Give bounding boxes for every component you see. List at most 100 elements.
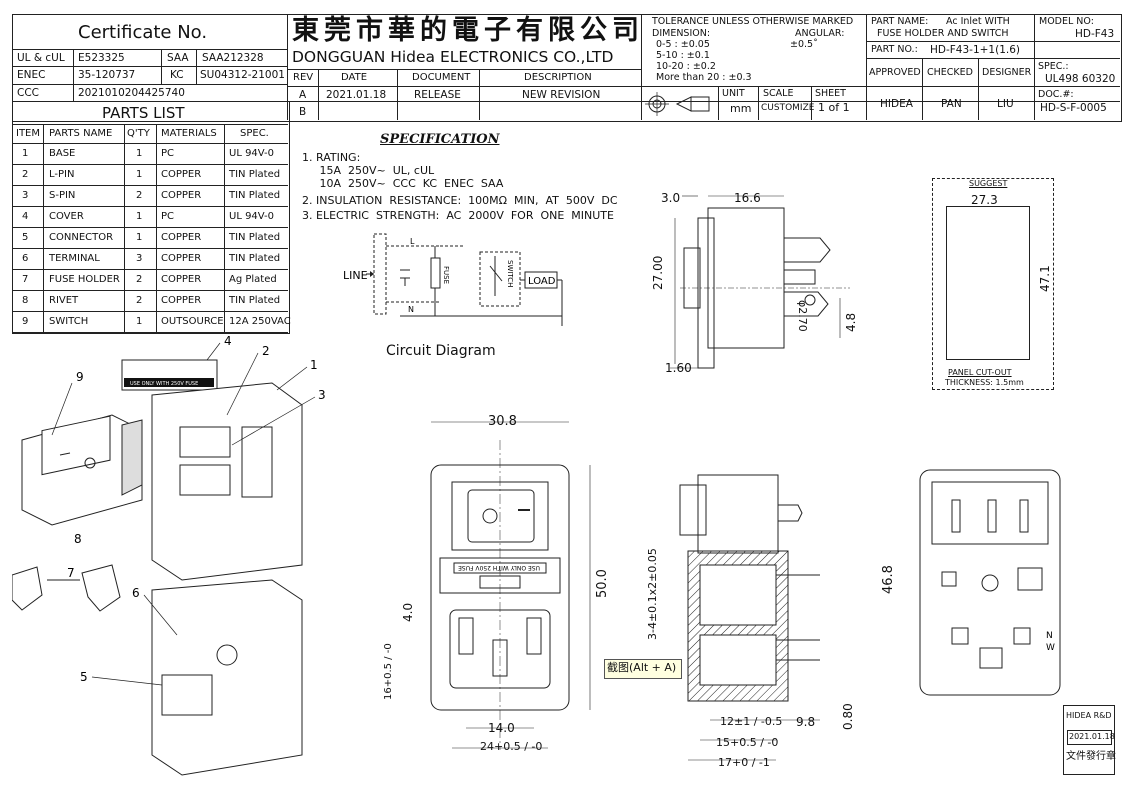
rev-b: B bbox=[299, 106, 307, 118]
parts-list-title: PARTS LIST bbox=[102, 104, 185, 122]
rev-header-date: DATE bbox=[341, 72, 368, 83]
parts-cell-mat: OUTSOURCE bbox=[161, 316, 224, 327]
specification-title: SPECIFICATION bbox=[380, 132, 500, 147]
side-dim-1-6: 1.60 bbox=[665, 361, 692, 375]
parts-cell-spec: TIN Plated bbox=[229, 232, 281, 243]
front-dim-4: 4.0 bbox=[401, 602, 415, 622]
section-holes-dim: 3-4±0.1x2±0.05 bbox=[646, 548, 659, 640]
screenshot-tooltip bbox=[604, 659, 682, 679]
cert-value: SAA212328 bbox=[202, 52, 264, 64]
rev-a-document: RELEASE bbox=[414, 89, 461, 101]
parts-cell-mat: COPPER bbox=[161, 253, 202, 264]
cutout-thickness: THICKNESS: 1.5mm bbox=[945, 378, 1024, 387]
checked-label: CHECKED bbox=[927, 67, 973, 78]
parts-cell-item: 4 bbox=[22, 211, 29, 222]
rev-header-rev: REV bbox=[293, 72, 314, 83]
stamp-date-box bbox=[1067, 730, 1112, 745]
exploded-label: 7 bbox=[67, 566, 75, 580]
tolerance-title: TOLERANCE UNLESS OTHERWISE MARKED bbox=[652, 16, 854, 27]
unit-value: mm bbox=[730, 102, 752, 115]
part-name-line1: Ac Inlet WITH bbox=[946, 16, 1010, 27]
rear-view-drawing: N W bbox=[919, 469, 1061, 696]
section-dim-0-80: 0.80 bbox=[841, 703, 855, 730]
section-dim-17: 17+0 / -1 bbox=[718, 756, 770, 769]
parts-cell-mat: COPPER bbox=[161, 169, 202, 180]
parts-cell-item: 2 bbox=[22, 169, 29, 180]
parts-cell-spec: UL 94V-0 bbox=[229, 211, 275, 222]
parts-cell-mat: COPPER bbox=[161, 274, 202, 285]
parts-cell-qty: 2 bbox=[136, 295, 143, 306]
parts-header-qty: Q'TY bbox=[127, 128, 150, 139]
title-bar bbox=[12, 14, 1122, 122]
parts-cell-item: 6 bbox=[22, 253, 29, 264]
cert-key: CCC bbox=[17, 87, 39, 99]
spec-line: 10A 250V~ CCC KC ENEC SAA bbox=[302, 177, 504, 190]
designed-by: LIU bbox=[997, 98, 1014, 110]
parts-list-table bbox=[12, 101, 290, 334]
cutout-label: PANEL CUT-OUT bbox=[948, 368, 1012, 377]
scale-label: SCALE bbox=[763, 88, 794, 99]
spec-line: 15A 250V~ UL, cUL bbox=[302, 164, 435, 177]
checked-by: PAN bbox=[941, 98, 962, 110]
parts-cell-spec: Ag Plated bbox=[229, 274, 277, 285]
company-name-en: DONGGUAN Hidea ELECTRONICS CO.,LTD bbox=[292, 48, 614, 66]
circuit-line-label: LINE bbox=[343, 269, 368, 282]
front-height: 50.0 bbox=[595, 569, 610, 598]
rev-header-document: DOCUMENT bbox=[412, 72, 471, 83]
cutout-width: 27.3 bbox=[971, 193, 998, 207]
parts-header-name: PARTS NAME bbox=[49, 128, 113, 139]
exploded-label: 5 bbox=[80, 670, 88, 684]
parts-row-divider bbox=[12, 206, 288, 207]
exploded-label: 2 bbox=[262, 344, 270, 358]
parts-cell-qty: 3 bbox=[136, 253, 143, 264]
rear-height: 46.8 bbox=[881, 565, 896, 594]
panel-cutout-rect bbox=[946, 206, 1030, 360]
side-dim-27: 27.00 bbox=[651, 255, 665, 290]
circuit-diagram: LINE LOAD FUSE SWITCH L N bbox=[343, 233, 563, 326]
exploded-label: 9 bbox=[76, 370, 84, 384]
parts-row-divider bbox=[12, 227, 288, 228]
cutout-suggest: SUGGEST bbox=[969, 179, 1008, 188]
circuit-load-label: LOAD bbox=[528, 276, 556, 287]
approved-by: HIDEA bbox=[880, 98, 913, 110]
release-stamp bbox=[1063, 705, 1115, 775]
side-dim-phi: φ2.70 bbox=[796, 300, 809, 332]
parts-cell-qty: 2 bbox=[136, 190, 143, 201]
rev-header-description: DESCRIPTION bbox=[524, 72, 592, 83]
parts-cell-spec: TIN Plated bbox=[229, 169, 281, 180]
parts-cell-name: SWITCH bbox=[49, 316, 89, 327]
parts-cell-qty: 1 bbox=[136, 232, 143, 243]
side-dim-4-8: 4.8 bbox=[844, 312, 858, 332]
certificate-title: Certificate No. bbox=[78, 22, 208, 43]
exploded-label: 4 bbox=[224, 335, 232, 348]
projection-symbol-icon bbox=[645, 92, 710, 116]
designer-label: DESIGNER bbox=[982, 67, 1032, 78]
section-dim-9-8: 9.8 bbox=[796, 715, 816, 729]
spec-line: 3. ELECTRIC STRENGTH: AC 2000V FOR ONE M… bbox=[302, 209, 614, 222]
stamp-company: HIDEA R&D bbox=[1066, 711, 1112, 720]
tolerance-line: More than 20 : ±0.3 bbox=[656, 72, 752, 83]
parts-cell-spec: TIN Plated bbox=[229, 295, 281, 306]
parts-cell-item: 8 bbox=[22, 295, 29, 306]
parts-row-divider bbox=[12, 248, 288, 249]
parts-cell-item: 7 bbox=[22, 274, 29, 285]
parts-cell-mat: COPPER bbox=[161, 190, 202, 201]
parts-cell-spec: TIN Plated bbox=[229, 190, 281, 201]
parts-row-divider bbox=[12, 332, 288, 333]
parts-row-divider bbox=[12, 311, 288, 312]
cutout-height: 47.1 bbox=[1038, 265, 1052, 292]
spec-line: 1. RATING: bbox=[302, 151, 361, 164]
rev-a: A bbox=[299, 89, 307, 101]
model-value: HD-F43 bbox=[1075, 28, 1115, 40]
parts-cell-qty: 2 bbox=[136, 274, 143, 285]
tolerance-line: 5-10 : ±0.1 bbox=[656, 50, 710, 61]
exploded-view-drawing: USE ONLY WITH 250V FUSE 9 4 2 1 3 8 7 6 … bbox=[12, 335, 326, 776]
front-dim-14: 14.0 bbox=[488, 721, 515, 735]
circuit-n-label: N bbox=[408, 305, 414, 314]
sheet-value: 1 of 1 bbox=[818, 101, 850, 114]
parts-row-divider bbox=[12, 269, 288, 270]
rev-a-description: NEW REVISION bbox=[522, 89, 601, 101]
side-view-drawing bbox=[670, 195, 850, 369]
side-dim-3: 3.0 bbox=[661, 191, 681, 205]
parts-header-spec: SPEC. bbox=[240, 128, 269, 139]
